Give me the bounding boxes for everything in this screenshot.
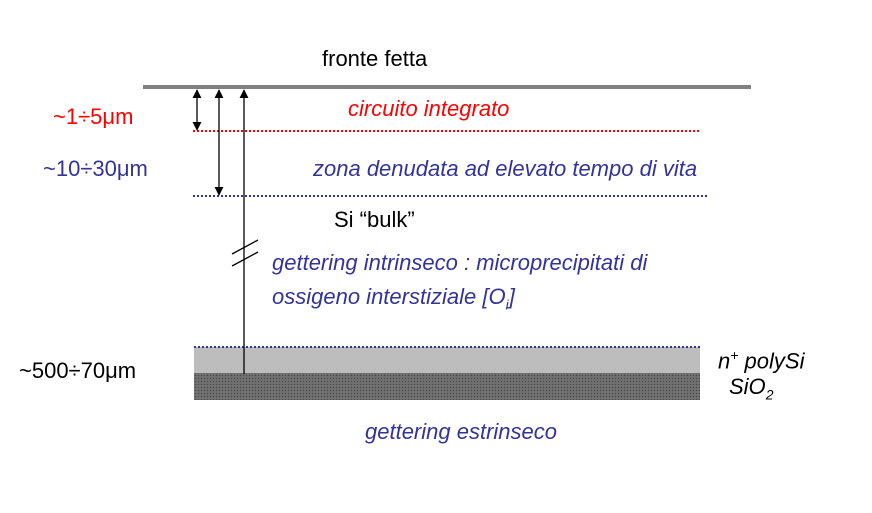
oxygen-subscript: i — [505, 296, 509, 313]
polysi-layer — [194, 347, 700, 373]
intrinsic-gettering-line1: gettering intrinseco : microprecipitati … — [272, 250, 648, 275]
depth-label-mid: ~10÷30μm — [43, 156, 148, 181]
polysi-n: n — [718, 348, 731, 374]
axis-break-mark-1 — [231, 239, 259, 255]
depth-label-large: ~500÷70μm — [19, 358, 137, 383]
polysi-label: n+ polySi — [718, 342, 804, 374]
sio2-layer — [194, 373, 700, 400]
intrinsic-line2-text: ossigeno interstiziale [O — [272, 284, 506, 309]
polysi-plus: + — [730, 347, 739, 363]
extrinsic-gettering-label: gettering estrinseco — [365, 419, 557, 444]
sio2-label: SiO2 — [729, 374, 773, 407]
wafer-front-label: fronte fetta — [322, 46, 428, 71]
sio2-subscript: 2 — [765, 386, 774, 403]
axis-break-mark-2 — [231, 251, 259, 267]
denuded-zone-label: zona denudata ad elevato tempo di vita — [313, 156, 698, 181]
polysi-text: polySi — [738, 348, 805, 374]
intrinsic-gettering-line2: ossigeno interstiziale [Oi] — [272, 284, 515, 317]
circuit-label: circuito integrato — [348, 96, 510, 121]
depth-label-small: ~1÷5μm — [53, 104, 134, 129]
bulk-label: Si “bulk” — [334, 207, 415, 232]
intrinsic-line2-close: ] — [508, 284, 515, 309]
sio2-text: SiO — [729, 374, 766, 399]
